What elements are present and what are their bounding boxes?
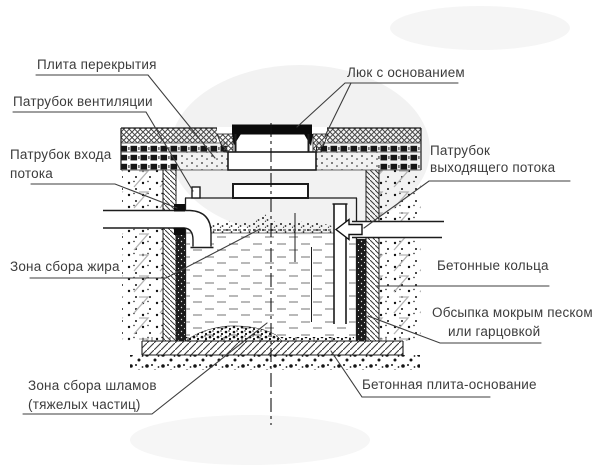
level-gauge-lines — [294, 213, 312, 322]
leader-cover-slab — [35, 74, 216, 159]
label-grease-zone: Зона сбора жира — [10, 259, 120, 274]
label-outlet-line2: выходящего потока — [430, 160, 556, 175]
leader-inlet — [30, 183, 178, 209]
inlet-pipe — [103, 204, 214, 249]
manhole-assembly — [216, 124, 329, 171]
backfill-gap-right — [357, 239, 366, 341]
concrete-ring-right — [366, 170, 379, 341]
vent-pipe-stub — [191, 186, 201, 199]
label-outlet-line1: Патрубок — [430, 143, 490, 158]
manhole-support-ring — [227, 151, 317, 171]
right-flank-layer — [378, 152, 421, 170]
leader-backfill — [367, 315, 542, 344]
grease-scum-layer — [210, 213, 335, 233]
leader-sludge-zone — [22, 322, 268, 415]
leader-vent — [12, 111, 194, 192]
left-ground-zigzag — [122, 170, 163, 341]
right-ground-zigzag — [379, 170, 421, 341]
label-vent: Патрубок вентиляции — [13, 94, 153, 109]
label-sludge-line1: Зона сбора шламов — [28, 378, 157, 393]
labels: Плита перекрытия Патрубок вентиляции Пат… — [10, 57, 593, 412]
inlet-pipe-body — [103, 210, 185, 228]
concrete-ring-left — [163, 170, 176, 341]
leader-outlet — [363, 180, 571, 229]
leader-lines — [12, 74, 571, 415]
inlet-elbow-body — [185, 210, 211, 247]
outlet-pipe — [332, 203, 444, 324]
label-base-slab: Бетонная плита-основание — [362, 377, 537, 392]
manhole-neck-walls — [234, 134, 310, 152]
leader-grease-zone — [29, 228, 261, 279]
label-rings: Бетонные кольца — [437, 258, 549, 273]
label-inlet-line1: Патрубок входа — [10, 147, 112, 162]
manhole-base-right — [312, 133, 329, 153]
inlet-wall-seal-bottom — [174, 227, 185, 235]
leader-manhole — [296, 82, 459, 137]
excavation-backfill — [122, 170, 421, 341]
backfill-gap-left — [176, 204, 185, 341]
outlet-riser-body — [334, 204, 346, 324]
base-slab — [142, 341, 403, 355]
inlet-wall-seal-top — [174, 204, 185, 212]
gravel-bedding — [130, 355, 420, 370]
leader-base-slab — [330, 350, 491, 398]
label-cover-slab: Плита перекрытия — [37, 57, 157, 72]
outlet-tee-arrow — [334, 218, 363, 241]
tank-structure — [130, 170, 420, 370]
outlet-pipe-body — [352, 221, 444, 238]
label-sludge-line2: (тяжелых частиц) — [28, 397, 141, 412]
label-backfill-line1: Обсыпка мокрым песком — [432, 305, 593, 320]
manhole-cover — [232, 124, 312, 135]
left-flank-layer — [121, 152, 178, 170]
label-backfill-line2: или гарцовкой — [448, 324, 540, 339]
label-inlet-line2: потока — [10, 166, 53, 181]
label-manhole: Люк с основанием — [347, 65, 465, 80]
